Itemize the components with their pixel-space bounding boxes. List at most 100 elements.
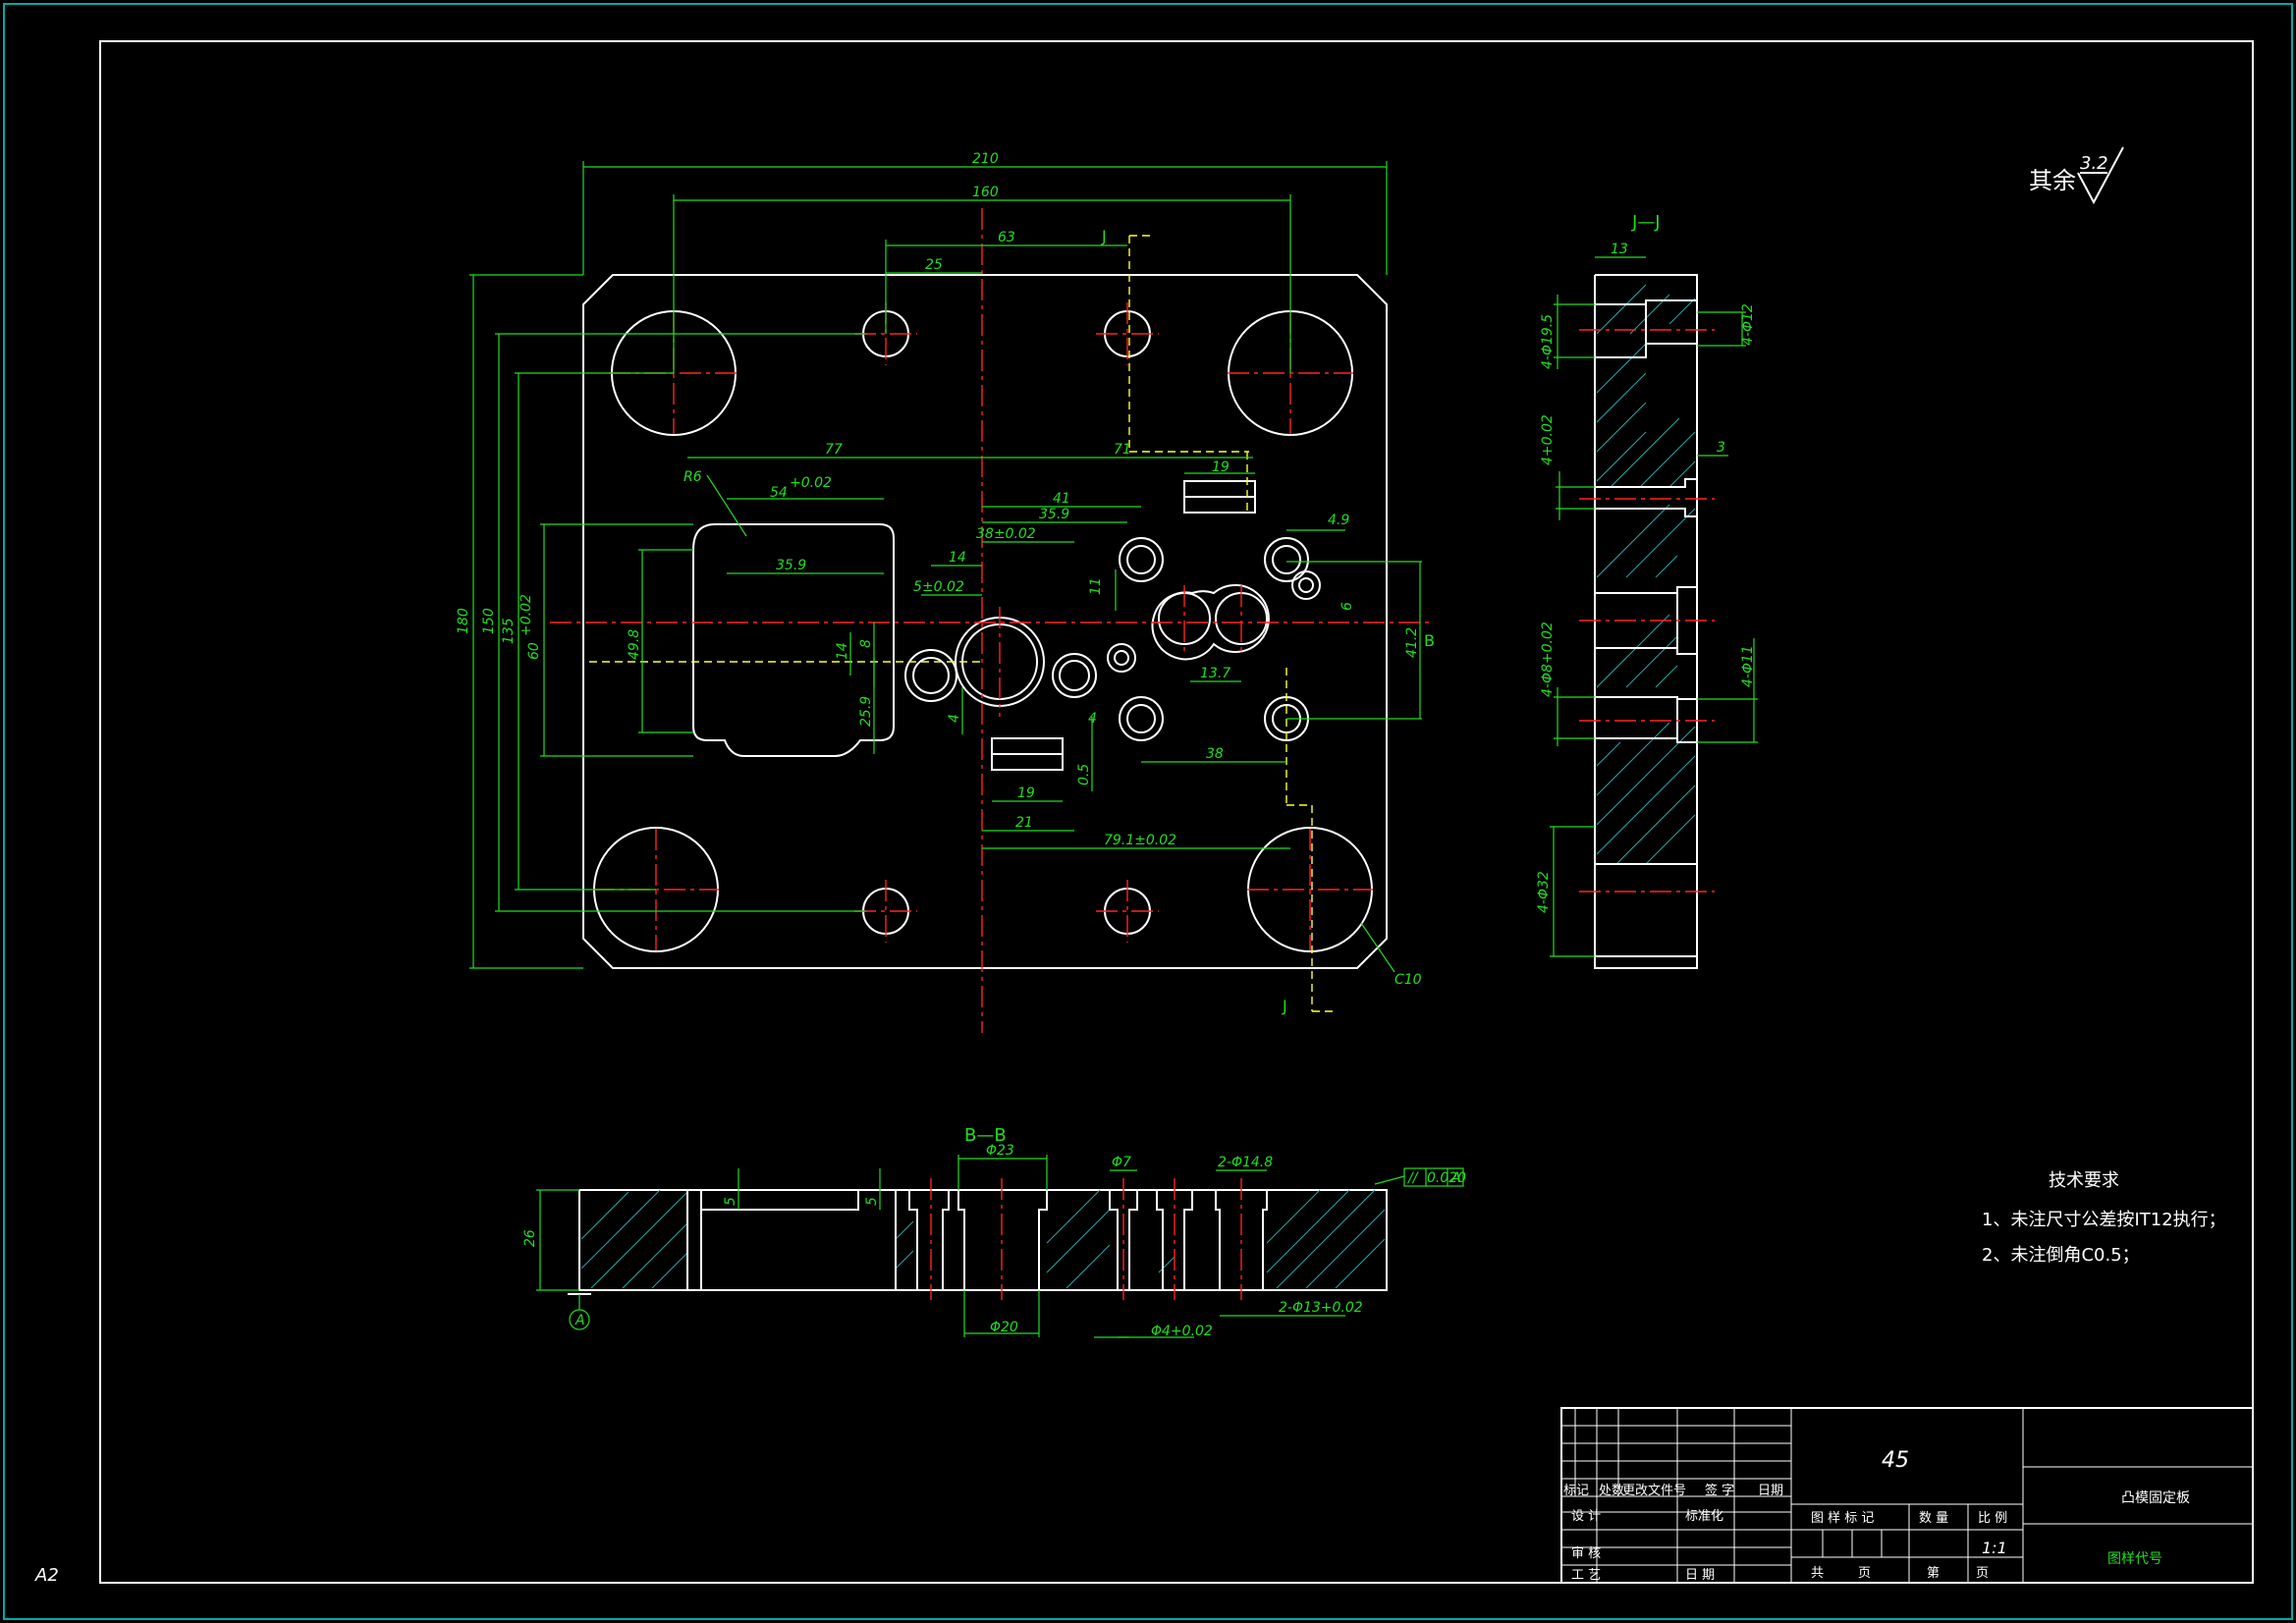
dimension-label: 其余 (2029, 167, 2076, 194)
screw-hole-1 (1119, 537, 1164, 582)
dimension-label: 签 字 (1705, 1483, 1734, 1498)
dimension-label: 13 (1611, 242, 1628, 257)
roughness-symbol: 其余 3.2 (2029, 146, 2124, 205)
notes-heading: 技术要求 (2049, 1170, 2119, 1191)
dimension-label: 页 (1976, 1566, 1989, 1581)
dimension-label: A (1450, 1170, 1461, 1186)
dimension-label: 4-Φ12 (1740, 303, 1756, 346)
dimension-label: 4-Φ32 (1536, 871, 1552, 913)
dimension-label: 图 样 标 记 (1811, 1511, 1874, 1526)
plan-view: J J B (456, 151, 1435, 1033)
dimension-label: A (574, 1313, 585, 1328)
part-name: 凸模固定板 (2121, 1490, 2190, 1506)
dimension-label: 0.5 (1076, 764, 1092, 785)
dimension-label: 页 (1858, 1566, 1871, 1581)
drawing-frame (99, 40, 2254, 1584)
datum-a-circle (569, 1309, 590, 1330)
dimension-label: Φ23 (986, 1143, 1014, 1159)
dimension-label: 19 (1017, 785, 1035, 801)
dimension-label: 处数 (1599, 1484, 1624, 1498)
dimension-label: 3.2 (2080, 153, 2108, 174)
section-bb: B—B (522, 1125, 1466, 1339)
dimension-label: 160 (972, 185, 999, 200)
dimension-label: 71 (1114, 442, 1131, 458)
dimension-label: 26 (522, 1229, 538, 1247)
dimension-label: 3 (1717, 440, 1725, 456)
dimension-label: 2-Φ13+0.02 (1279, 1300, 1363, 1316)
technical-notes: 技术要求 1、未注尺寸公差按IT12执行； 2、未注倒角C0.5； (1982, 1170, 2226, 1266)
dimension-label: +0.02 (519, 594, 534, 636)
dimension-label: 8 (858, 639, 874, 648)
dimension-label: 0.020 (1427, 1170, 1466, 1186)
dimension-label: 数 量 (1919, 1511, 1948, 1526)
dimension-label: 25.9 (858, 696, 874, 727)
plate-outline (582, 274, 1388, 969)
dimension-label: 11 (1088, 577, 1104, 595)
double-punch-hole (1151, 584, 1270, 661)
dimension-label: // (1406, 1170, 1419, 1186)
cut-label-b: B (1424, 631, 1435, 650)
title-block: 45 凸模固定板 图样代号 1:1 标记 处数 更改文件号 签 字 日期 设 计… (1560, 1407, 2254, 1584)
material: 45 (1882, 1448, 1909, 1473)
dimension-label: 2-Φ14.8 (1218, 1155, 1273, 1170)
dimension-label: 比 例 (1978, 1511, 2007, 1526)
dimension-label: 工 艺 (1571, 1568, 1601, 1583)
tolerance-frame (1403, 1167, 1464, 1187)
dimension-label: 14 (835, 642, 850, 660)
dimension-label: 4-Φ19.5 (1540, 314, 1556, 369)
dimension-label: 5 (723, 1197, 738, 1206)
bb-hatching (580, 1189, 1386, 1289)
dimension-label: 设 计 (1571, 1509, 1601, 1524)
dimension-label: +0.02 (790, 475, 832, 491)
dimension-label: 4+0.02 (1540, 414, 1556, 465)
dimension-label: 54 (770, 485, 788, 501)
dimension-label: 35.9 (776, 558, 806, 573)
dimension-label: 标准化 (1685, 1509, 1723, 1524)
section-jj: J—J (1536, 212, 1758, 969)
dimension-label: 14 (949, 550, 966, 566)
small-hole-a (1107, 643, 1136, 673)
dimension-label: 79.1±0.02 (1104, 833, 1176, 848)
dimension-label: 4-Φ11 (1740, 645, 1756, 687)
dimension-label: 38 (1206, 746, 1224, 762)
small-hole-b (1291, 570, 1321, 600)
dimension-label: 150 (481, 608, 497, 634)
dimension-label: 5±0.02 (913, 579, 964, 595)
scale-value: 1:1 (1982, 1539, 2007, 1557)
punch-hole-left (904, 649, 957, 702)
notes-item-1: 1、未注尺寸公差按IT12执行； (1982, 1210, 2226, 1230)
dimension-label: 4 (947, 714, 962, 723)
jj-hatching (1596, 284, 1696, 865)
outer-border (3, 3, 2293, 1620)
dimension-label: 60 (526, 642, 542, 660)
dimension-label: 77 (825, 442, 843, 458)
dimension-label: 19 (1212, 460, 1230, 475)
screw-hole-2 (1264, 537, 1309, 582)
dimension-label: Φ20 (990, 1320, 1018, 1335)
dimension-label: 4-Φ8+0.02 (1540, 622, 1556, 697)
dimension-label: 6 (1339, 602, 1355, 611)
sheet-size-label: A2 (34, 1565, 59, 1586)
dimension-label: 13.7 (1200, 666, 1230, 681)
dimension-label: 41.2 (1404, 627, 1420, 658)
drawing-number: 图样代号 (2107, 1551, 2162, 1567)
notes-item-2: 2、未注倒角C0.5； (1982, 1245, 2140, 1266)
cut-label-j-bottom: J (1282, 997, 1287, 1015)
dimension-label: 共 (1811, 1566, 1824, 1581)
dimension-label: 更改文件号 (1622, 1484, 1686, 1498)
dimension-label: 38±0.02 (976, 526, 1036, 542)
dimension-label: 4.9 (1328, 513, 1349, 528)
dimension-label: 审 核 (1571, 1546, 1601, 1561)
screw-hole-3 (1119, 696, 1164, 741)
punch-opening (692, 523, 895, 757)
plan-dimensions (469, 161, 1422, 973)
dimension-label: 第 (1927, 1566, 1940, 1581)
dimension-label: B—B (964, 1125, 1007, 1146)
dimension-label: Φ4+0.02 (1151, 1324, 1213, 1339)
dimension-label: 日期 (1758, 1484, 1783, 1498)
dimension-label: 135 (501, 618, 517, 644)
dimension-label: 63 (998, 230, 1015, 245)
dimension-label: Φ7 (1112, 1155, 1131, 1170)
dimension-label: 41 (1053, 491, 1070, 507)
